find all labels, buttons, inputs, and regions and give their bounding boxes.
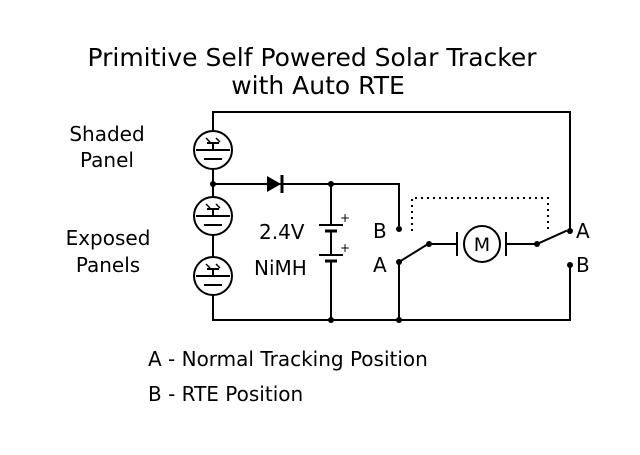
battery-voltage-label: 2.4V	[259, 220, 305, 244]
shaded-label-line-1: Shaded	[69, 122, 144, 146]
diode-icon	[267, 175, 284, 193]
svg-text:+: +	[340, 211, 350, 225]
battery-type-label: NiMH	[254, 256, 307, 280]
exposed-label-line-1: Exposed	[66, 226, 151, 250]
right-switch-a-label: A	[576, 219, 590, 243]
left-switch-bottom-junction	[396, 317, 402, 323]
legend-position-a: A - Normal Tracking Position	[148, 347, 428, 371]
motor-icon: M	[463, 225, 501, 263]
diode-wire	[212, 183, 400, 226]
left-switch-arm	[397, 242, 430, 264]
exposed-label-line-2: Panels	[76, 253, 140, 277]
left-switch-b-contact	[396, 226, 402, 232]
title-line-1: Primitive Self Powered Solar Tracker	[87, 43, 537, 72]
svg-text:+: +	[340, 241, 350, 255]
battery-top-junction	[328, 181, 334, 187]
motor-label: M	[474, 234, 490, 256]
right-switch-a-contact	[567, 228, 573, 234]
shaded-solar-cell-icon	[193, 130, 233, 170]
exposed-solar-cell-icon-2	[193, 256, 233, 296]
battery-bottom-junction	[328, 317, 334, 323]
left-switch-a-label: A	[373, 253, 387, 277]
shaded-label-line-2: Panel	[80, 148, 134, 172]
right-switch-b-contact	[567, 262, 573, 268]
legend-position-b: B - RTE Position	[148, 382, 303, 406]
battery-icon: + +	[319, 183, 350, 321]
top-wire	[212, 111, 571, 232]
right-switch-b-label: B	[576, 253, 590, 277]
exposed-solar-cell-icon	[193, 196, 233, 236]
right-switch-arm	[535, 229, 568, 246]
title-line-2: with Auto RTE	[231, 71, 405, 100]
left-switch-b-label: B	[373, 219, 387, 243]
